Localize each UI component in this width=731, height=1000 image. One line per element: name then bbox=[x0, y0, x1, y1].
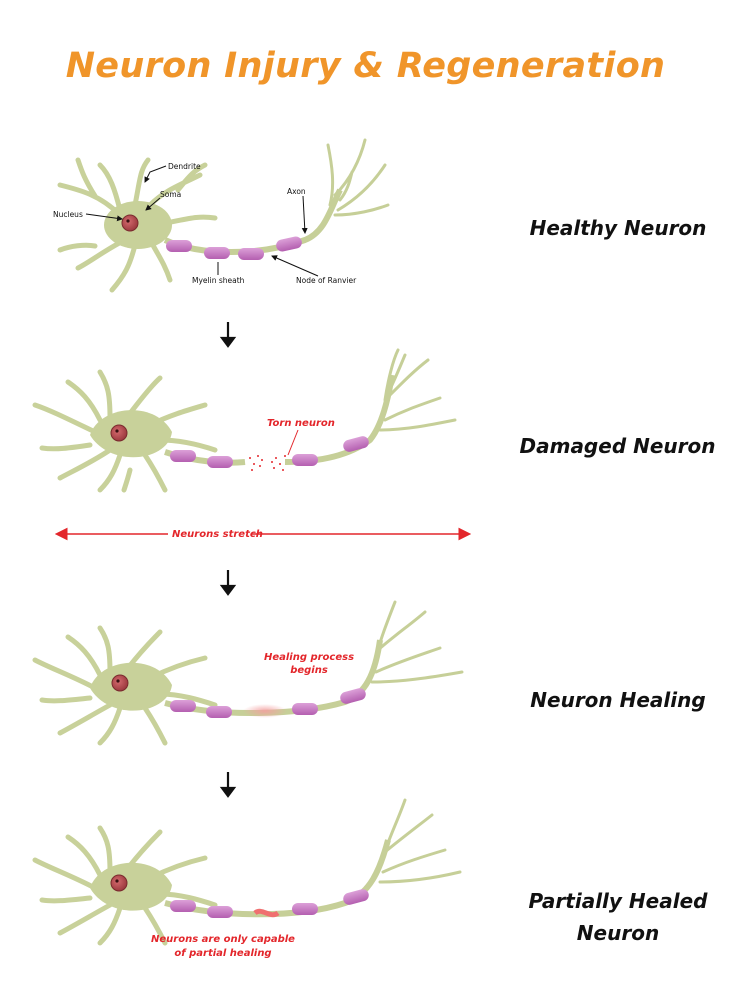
soma bbox=[90, 862, 172, 911]
label-dendrite: Dendrite bbox=[168, 162, 201, 171]
myelin-segment bbox=[207, 456, 233, 468]
partial-label-line1: Neurons are only capable bbox=[151, 934, 295, 945]
partially-healed-neuron: Neurons are only capable of partial heal… bbox=[32, 798, 462, 959]
damaged-neuron: Torn neuron bbox=[32, 348, 457, 493]
stage-label-damaged: Damaged Neuron bbox=[519, 434, 716, 458]
myelin-segment bbox=[292, 703, 318, 715]
tear-particles bbox=[249, 455, 286, 471]
healthy-neuron: Dendrite Soma Nucleus Axon Myelin sheath… bbox=[53, 138, 390, 293]
myelin-segment bbox=[170, 700, 196, 712]
nucleus bbox=[110, 874, 128, 892]
soma bbox=[90, 410, 172, 458]
myelin-segment bbox=[340, 688, 366, 704]
myelin-segment bbox=[166, 240, 192, 252]
torn-neuron-label: Torn neuron bbox=[267, 418, 335, 429]
healing-site bbox=[243, 704, 287, 718]
myelin-segment bbox=[170, 900, 196, 912]
nucleus bbox=[110, 424, 128, 442]
flow-arrow-down bbox=[219, 772, 237, 798]
label-axon: Axon bbox=[287, 187, 306, 196]
healing-label-line2: begins bbox=[290, 665, 328, 676]
myelin-segment bbox=[343, 889, 369, 905]
label-node: Node of Ranvier bbox=[296, 276, 357, 285]
dendrites bbox=[57, 157, 218, 293]
nucleus bbox=[111, 674, 129, 692]
partial-label-line2: of partial healing bbox=[174, 948, 271, 959]
healing-label-line1: Healing process bbox=[264, 652, 354, 663]
myelin-segment bbox=[170, 450, 196, 462]
myelin-segment bbox=[343, 436, 369, 452]
scar-tissue bbox=[253, 908, 280, 918]
myelin-segment bbox=[206, 706, 232, 718]
myelin-segment bbox=[238, 248, 264, 260]
page-title: Neuron Injury & Regeneration bbox=[65, 46, 666, 86]
soma bbox=[90, 662, 172, 711]
myelin-segment bbox=[276, 236, 302, 252]
stage-label-healing: Neuron Healing bbox=[530, 688, 706, 712]
axon bbox=[163, 188, 343, 255]
healing-neuron: Healing process begins bbox=[32, 600, 464, 746]
stage-label-partial-line1: Partially Healed bbox=[528, 889, 708, 913]
label-soma: Soma bbox=[160, 190, 181, 199]
stretch-label: Neurons stretch bbox=[172, 529, 263, 540]
stage-label-partial-line2: Neuron bbox=[576, 921, 660, 945]
myelin-segment bbox=[292, 454, 318, 466]
myelin-segment bbox=[204, 247, 230, 259]
stage-label-healthy: Healthy Neuron bbox=[529, 216, 707, 240]
myelin-segment bbox=[292, 903, 318, 915]
flow-arrow-down bbox=[219, 322, 237, 348]
stretch-arrow: Neurons stretch bbox=[54, 527, 472, 541]
label-nucleus: Nucleus bbox=[53, 210, 83, 219]
nucleus bbox=[121, 214, 139, 232]
myelin-segment bbox=[207, 906, 233, 918]
stage-label-partial: Partially Healed Neuron bbox=[518, 885, 718, 949]
label-myelin: Myelin sheath bbox=[192, 276, 245, 285]
flow-arrow-down bbox=[219, 570, 237, 596]
